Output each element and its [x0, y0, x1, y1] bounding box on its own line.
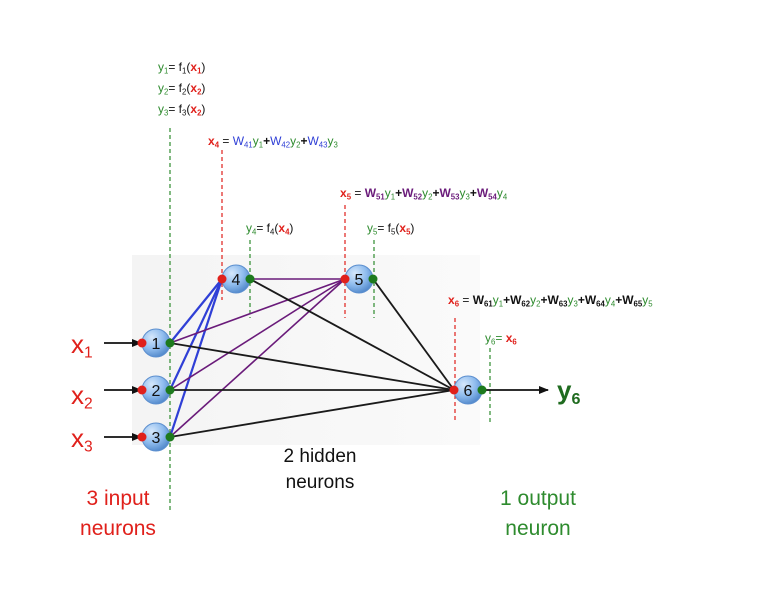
neuron-label-5: 5: [355, 272, 364, 289]
edge-1-6: [169, 342, 455, 391]
neuron-input-dot-1: [137, 338, 147, 348]
x4-equation: x4 = W41y1+W42y2+W43y3: [208, 134, 338, 150]
edge-3-4: [168, 278, 224, 438]
neuron-input-dot-4: [217, 274, 227, 284]
neuron-output-dot-6: [477, 385, 487, 395]
neuron-label-4: 4: [232, 272, 241, 289]
network-background: [132, 255, 480, 445]
edge-3-6: [169, 389, 455, 438]
edge-4-6: [249, 278, 455, 391]
neuron-label-2: 2: [152, 383, 161, 400]
neuron-label-6: 6: [464, 383, 473, 400]
edge-2-4: [169, 278, 223, 391]
edge-1-4: [169, 278, 223, 344]
neuron-input-dot-6: [449, 385, 459, 395]
activation-eq-1: y1= f1(x1): [158, 60, 206, 76]
input-label-x1: x1: [71, 329, 93, 362]
neuron-input-dot-2: [137, 385, 147, 395]
neuron-output-dot-4: [245, 274, 255, 284]
neuron-input-dot-3: [137, 432, 147, 442]
neuron-label-3: 3: [152, 430, 161, 447]
edge-1-5: [169, 278, 346, 344]
neuron-output-dot-5: [368, 274, 378, 284]
activation-eq-3: y3= f3(x2): [158, 102, 206, 118]
neuron-label-1: 1: [152, 336, 161, 353]
input-label-x2: x2: [71, 380, 93, 413]
activation-eq-4: y4= f4(x4): [246, 221, 294, 237]
neuron-output-dot-3: [165, 432, 175, 442]
edge-2-5: [169, 278, 346, 391]
x5-equation: x5 = W51y1+W52y2+W53y3+W54y4: [340, 186, 508, 202]
activation-eq-6: y6= x6: [485, 331, 517, 347]
output-layer-caption: 1 output neuron: [500, 487, 576, 540]
output-label-y6: y6: [557, 375, 581, 408]
activation-eq-2: y2= f2(x2): [158, 81, 206, 97]
hidden-layer-caption: 2 hidden neurons: [283, 446, 357, 493]
x6-equation: x6 = W61y1+W62y2+W63y3+W64y4+W65y5: [448, 293, 653, 309]
input-layer-caption: 3 input neurons: [80, 487, 156, 540]
edge-5-6: [372, 278, 455, 391]
input-label-x3: x3: [71, 423, 93, 456]
neuron-input-dot-5: [340, 274, 350, 284]
neuron-output-dot-1: [165, 338, 175, 348]
neuron-output-dot-2: [165, 385, 175, 395]
activation-eq-5: y5= f5(x5): [367, 221, 415, 237]
